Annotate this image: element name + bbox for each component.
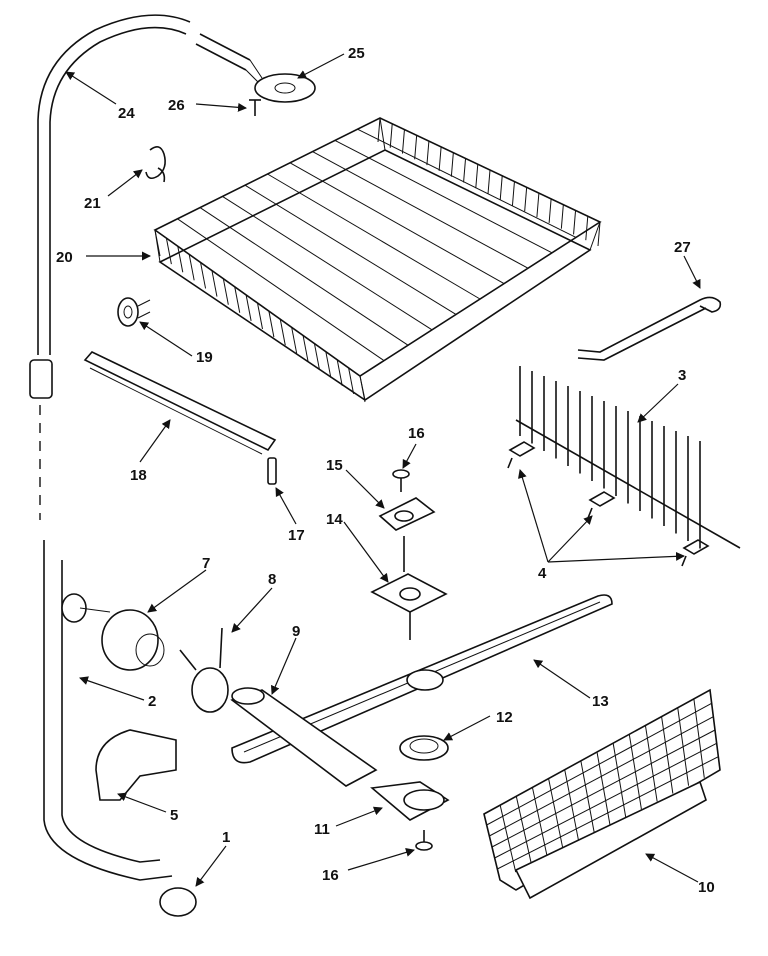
label-11: 11 [314,821,330,838]
label-8: 8 [268,571,276,588]
supply-tube [29,14,191,520]
label-1: 1 [222,829,230,846]
label-13: 13 [592,693,609,710]
clamp [179,627,229,713]
upper-rack [153,117,602,403]
label-25: 25 [348,45,365,62]
water-conduit [230,687,378,787]
callout-labels: 25 24 26 21 20 19 27 3 18 17 16 15 14 4 … [56,45,715,896]
screw-26 [249,99,261,116]
rack-roller [117,297,151,327]
rack-stop [577,296,722,353]
o-ring [159,887,197,917]
label-15: 15 [326,457,343,474]
label-17: 17 [288,527,305,544]
riser-tube [43,540,173,881]
label-14: 14 [326,511,343,528]
label-9: 9 [292,623,300,640]
wash-arm-hub [370,469,448,640]
bracket [95,729,177,801]
label-10: 10 [698,879,715,896]
manifold [370,781,450,821]
rack-clip [145,146,166,183]
upper-spray-nozzle [195,33,316,103]
label-2: 2 [148,693,156,710]
label-27: 27 [674,239,691,256]
label-21: 21 [84,195,101,212]
label-16-bottom: 16 [322,867,339,884]
label-26: 26 [168,97,185,114]
leader-lines [65,53,701,887]
rack-rail [83,351,277,455]
silverware-basket [483,688,721,900]
label-7: 7 [202,555,210,572]
seal-ring [399,735,449,761]
screw-16-lower [415,830,433,851]
label-20: 20 [56,249,73,266]
rail-stop [267,457,277,485]
label-3: 3 [678,367,686,384]
label-4: 4 [538,565,547,582]
label-12: 12 [496,709,513,726]
label-24: 24 [118,105,135,122]
label-16-top: 16 [408,425,425,442]
label-18: 18 [130,467,147,484]
rail-clips [507,441,710,567]
label-19: 19 [196,349,213,366]
nut [101,609,165,671]
label-5: 5 [170,807,178,824]
rack-slide-panel [515,366,741,549]
